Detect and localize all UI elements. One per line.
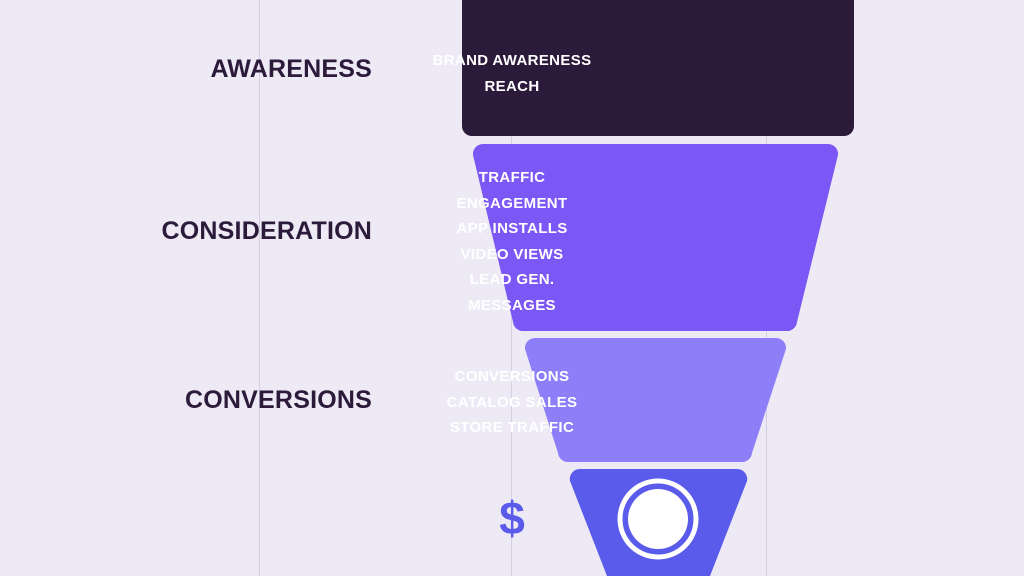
dollar-coin-icon (617, 478, 699, 560)
stage-label-awareness: AWARENESS (210, 55, 372, 83)
stage-label-consideration: CONSIDERATION (161, 217, 372, 245)
funnel-segment-awareness[interactable] (462, 0, 854, 136)
funnel-segment-conversions[interactable] (524, 337, 787, 463)
vertical-guide-line-1 (259, 0, 260, 576)
stage-label-conversions: CONVERSIONS (185, 386, 372, 414)
funnel-segment-consideration[interactable] (472, 143, 839, 332)
